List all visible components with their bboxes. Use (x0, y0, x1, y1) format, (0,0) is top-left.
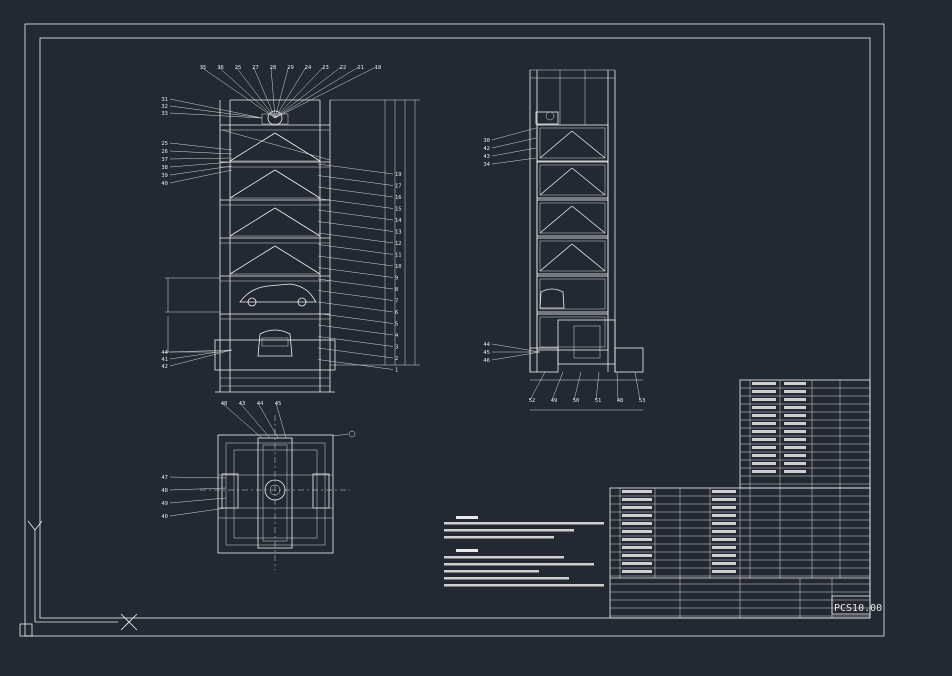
front-right-callout: 1 (395, 368, 398, 374)
front-right-callout: 10 (395, 264, 402, 270)
front-left-callout: 42 (161, 364, 168, 370)
side-left-callout: 43 (483, 154, 490, 160)
front-right-callout: 7 (395, 299, 398, 305)
front-left-callout: 31 (161, 97, 168, 103)
side-left-callout: 44 (483, 342, 490, 348)
front-left-callout: 26 (161, 149, 168, 155)
plan-left-callout: 47 (161, 475, 168, 481)
front-right-callout: 8 (395, 287, 398, 293)
front-left-callout: 41 (161, 357, 168, 363)
front-right-callout: 12 (395, 241, 402, 247)
front-left-callout: 39 (161, 173, 168, 179)
side-left-callout: 45 (483, 350, 490, 356)
front-top-callout: 18 (375, 65, 382, 71)
front-right-callout: 16 (395, 195, 402, 201)
front-left-callout: 38 (161, 165, 168, 171)
front-left-callout: 37 (161, 157, 168, 163)
front-left-callout: 44 (161, 350, 168, 356)
front-right-callout: 11 (395, 253, 402, 259)
front-right-callout: 9 (395, 276, 398, 282)
front-top-callout: 27 (252, 65, 259, 71)
plan-left-callout: 40 (161, 514, 168, 520)
side-bottom-callout: 53 (639, 398, 646, 404)
front-top-callout: 25 (235, 65, 242, 71)
front-top-callout: 23 (322, 65, 329, 71)
side-left-callout: 46 (483, 358, 490, 364)
sheet-inner-border (39, 37, 871, 619)
front-right-callout: 19 (395, 172, 402, 178)
side-bottom-callout: 49 (551, 398, 558, 404)
front-left-callout: 25 (161, 141, 168, 147)
ucs-y-axis-icon (27, 520, 43, 622)
plan-view: 48 43 44 45 47 48 49 40 (161, 401, 356, 570)
front-right-callout: 14 (395, 218, 402, 224)
front-left-callout: 33 (161, 111, 168, 117)
front-left-callout: 40 (161, 181, 168, 187)
front-top-callout: 28 (270, 65, 277, 71)
plan-top-callout: 43 (239, 401, 246, 407)
front-top-callout: 24 (305, 65, 312, 71)
front-right-callout: 3 (395, 345, 398, 351)
front-right-callout: 17 (395, 184, 402, 190)
side-bottom-callout: 51 (595, 398, 602, 404)
side-left-callout: 30 (483, 138, 490, 144)
front-right-callout: 4 (395, 333, 399, 339)
front-right-callout: 13 (395, 230, 402, 236)
front-top-callout: 36 (217, 65, 224, 71)
ucs-x-axis-icon (35, 613, 138, 631)
front-top-callout: 21 (357, 65, 364, 71)
front-left-callout: 32 (161, 104, 168, 110)
plan-top-callout: 45 (275, 401, 282, 407)
side-bottom-callout: 50 (573, 398, 580, 404)
parts-list-table: PCS10.00 (609, 379, 882, 619)
plan-left-callout: 48 (161, 488, 168, 494)
front-top-callout: 29 (287, 65, 294, 71)
drawing-number: PCS10.00 (834, 603, 882, 614)
front-top-callout: 35 (200, 65, 207, 71)
ucs-origin-icon (19, 623, 33, 637)
sheet-outer-border (24, 23, 885, 637)
front-right-callout: 2 (395, 356, 398, 362)
front-right-callout: 6 (395, 310, 398, 316)
front-right-callout: 15 (395, 207, 402, 213)
front-right-callout: 5 (395, 322, 398, 328)
side-bottom-callout: 48 (617, 398, 624, 404)
plan-left-callout: 49 (161, 501, 168, 507)
ucs-icon (19, 520, 138, 637)
front-top-callout: 22 (340, 65, 347, 71)
technical-notes (444, 516, 604, 587)
side-left-callout: 34 (483, 162, 490, 168)
plan-top-callout: 44 (257, 401, 264, 407)
side-elevation-view: 30 42 43 34 44 45 46 52 49 50 51 48 53 (483, 69, 646, 411)
side-left-callout: 42 (483, 146, 490, 152)
side-bottom-callout: 52 (529, 398, 536, 404)
plan-top-callout: 48 (221, 401, 228, 407)
